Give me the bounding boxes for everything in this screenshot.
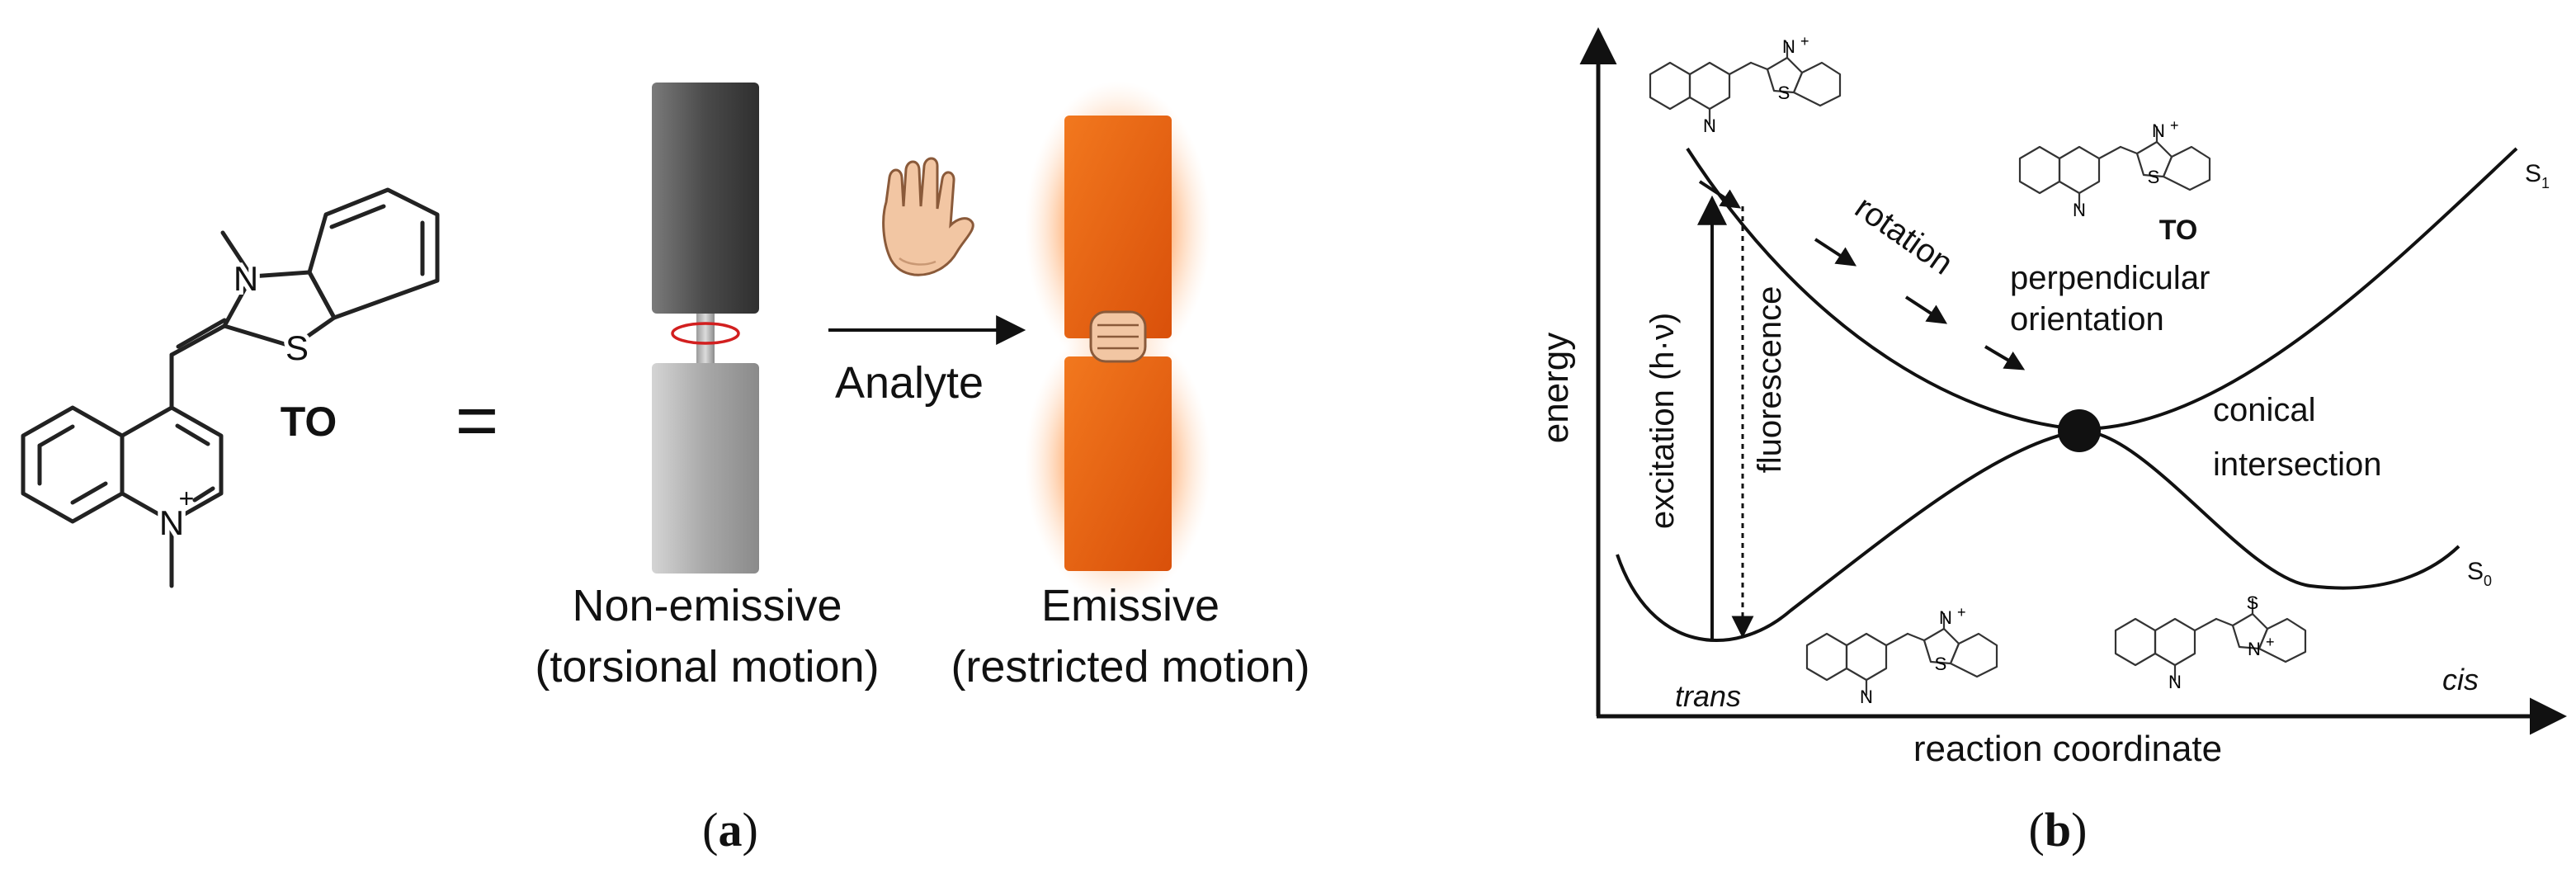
svg-text:+: +	[2170, 117, 2179, 134]
rotation-label: rotation	[1848, 189, 1960, 282]
s0-label: S0	[2467, 558, 2492, 589]
trans-label: trans	[1675, 679, 1741, 713]
svg-text:S: S	[1778, 83, 1790, 103]
caption-a: (a)	[702, 803, 758, 857]
torsion-rotation-arrow	[671, 322, 740, 345]
perpendicular-line2: orientation	[2010, 301, 2164, 338]
svg-text:+: +	[2266, 634, 2275, 650]
non-emissive-rotor	[652, 83, 759, 574]
rotation-arrow-2	[1814, 238, 1857, 267]
fluorescence-label: fluorescence	[1752, 286, 1788, 474]
analyte-label: Analyte	[835, 358, 984, 408]
excitation-label: excitation (h·ν)	[1644, 313, 1681, 529]
emissive-rotor	[1025, 81, 1211, 604]
molecule-sketch-cis: N N + S	[2114, 592, 2307, 692]
svg-text:+: +	[1957, 604, 1966, 621]
svg-text:N: N	[2073, 200, 2086, 220]
emissive-line2: (restricted motion)	[951, 642, 1309, 692]
molecule-label-to-b: TO	[2159, 215, 2198, 246]
conical-intersection-point	[2058, 409, 2101, 452]
y-axis-label: energy	[1536, 333, 1576, 444]
svg-text:S: S	[2247, 592, 2259, 613]
conical-line2: intersection	[2213, 446, 2382, 483]
rotation-arrow-4	[1984, 345, 2026, 371]
molecule-sketch-trans: N N + S	[1805, 604, 1998, 707]
svg-text:S: S	[1935, 654, 1947, 674]
non-emissive-line2: (torsional motion)	[535, 642, 879, 692]
panel-b: energy reaction coordinate S1 S0 rotatio…	[1536, 27, 2567, 857]
emissive-line1: Emissive	[1041, 581, 1220, 630]
hand-icon	[882, 157, 974, 276]
molecule-sketch-perpendicular: N N + S	[2018, 117, 2211, 220]
rotation-arrow-3	[1904, 295, 1948, 324]
svg-text:N: N	[1703, 116, 1716, 136]
panel-a: N S N + TO = Analyte	[21, 81, 1310, 857]
non-emissive-line1: Non-emissive	[572, 581, 842, 630]
thiazole-orange-structure	[21, 187, 440, 588]
svg-text:N: N	[1939, 607, 1952, 628]
atom-charge: +	[179, 484, 195, 513]
atom-s: S	[285, 328, 309, 367]
atom-n-quinolinium: N	[159, 503, 184, 542]
x-axis-label: reaction coordinate	[1913, 729, 2222, 769]
caption-b: (b)	[2029, 803, 2088, 857]
svg-text:N: N	[1782, 36, 1795, 57]
molecule-sketch-top-left: N N + S	[1649, 33, 1842, 136]
svg-text:S: S	[2148, 167, 2160, 187]
gripping-hand-icon	[1089, 310, 1147, 363]
conical-line1: conical	[2213, 392, 2316, 428]
perpendicular-line1: perpendicular	[2010, 260, 2210, 296]
svg-text:N: N	[2248, 639, 2261, 659]
cis-label: cis	[2442, 663, 2479, 696]
svg-text:+: +	[1800, 33, 1809, 50]
svg-text:N: N	[2152, 120, 2165, 141]
rotation-arrow-1	[1698, 180, 1742, 209]
atom-n-benzothiazole: N	[234, 259, 258, 298]
svg-text:N: N	[2168, 672, 2182, 692]
s1-label: S1	[2525, 160, 2550, 191]
molecule-label-to: TO	[281, 399, 337, 445]
svg-text:N: N	[1860, 687, 1873, 707]
equals-sign: =	[455, 380, 499, 462]
